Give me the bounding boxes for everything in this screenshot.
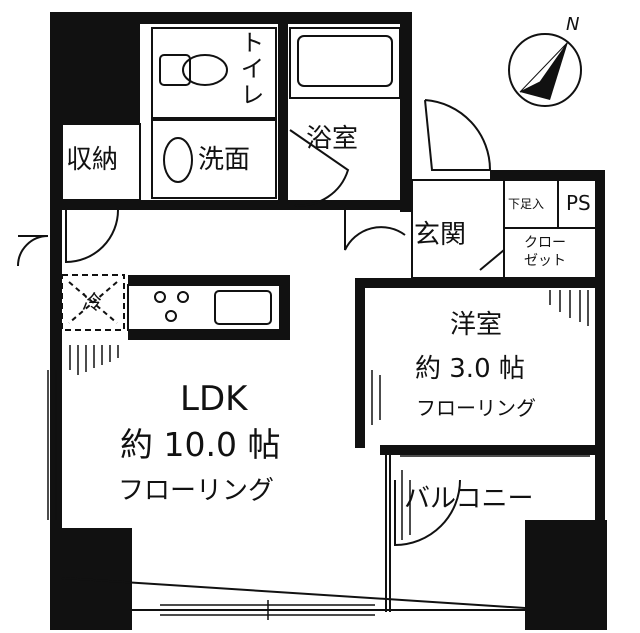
western-room-name: 洋室 [450, 310, 503, 340]
ldk-name: LDK [180, 379, 248, 419]
ldk-size: 約 10.0 帖 [120, 425, 281, 464]
toilet-label: トイレ [236, 30, 264, 108]
ps-label: PS [566, 191, 591, 215]
balcony-label: バルコニー [404, 484, 534, 514]
fixtures [68, 54, 228, 324]
thin-walls [61, 27, 599, 612]
window-hatching [69, 290, 589, 540]
fridge-label: 冷 [82, 290, 102, 314]
closet-label-2: ゼット [524, 253, 566, 269]
shoe-storage-label: 下足入 [508, 197, 545, 211]
storage-label: 収納 [66, 145, 119, 175]
western-room-floor: フローリング [416, 396, 536, 420]
compass [508, 33, 582, 107]
ldk-floor: フローリング [118, 476, 275, 506]
sashes [47, 370, 590, 620]
washroom-label: 洗面 [198, 145, 251, 175]
structural-walls [50, 12, 607, 630]
doors [17, 99, 505, 547]
closet-label-1: クロー [524, 235, 566, 251]
western-room-size: 約 3.0 帖 [415, 354, 525, 384]
compass-label: N [566, 14, 580, 35]
bath-label: 浴室 [306, 124, 359, 154]
entrance-label: 玄関 [414, 220, 467, 250]
